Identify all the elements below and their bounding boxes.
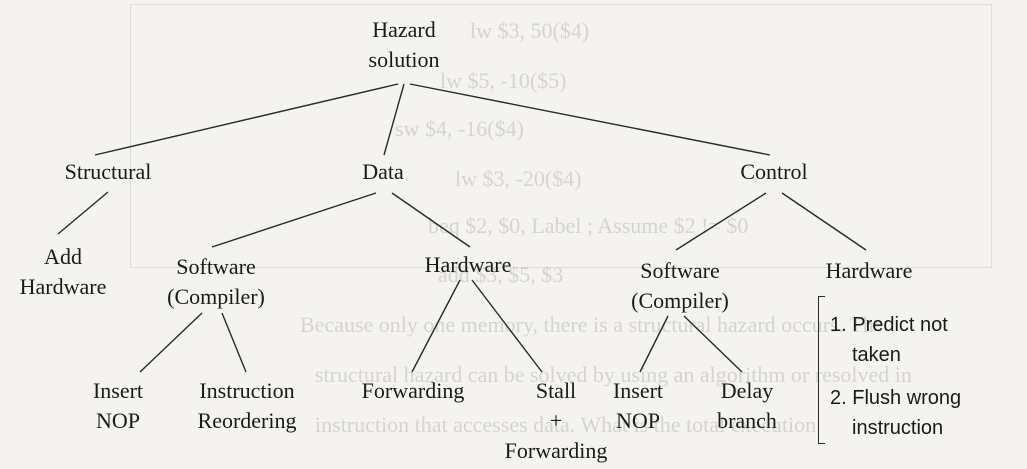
node-control-software-line-2: (Compiler): [631, 288, 729, 313]
node-control-software-compiler: Software (Compiler): [631, 256, 729, 316]
node-instruction-reordering: Instruction Reordering: [198, 376, 297, 436]
node-control-label: Control: [740, 159, 808, 184]
edge-control-software-delay-branch: [683, 315, 743, 373]
predict-line-1: 1. Predict not: [830, 314, 948, 336]
node-delay-branch: Delay branch: [717, 376, 777, 436]
edge-data-hardware-forwarding: [411, 279, 461, 373]
node-delay-branch-line-1: Delay: [720, 378, 774, 403]
root-node-hazard-solution: Hazard solution: [369, 15, 440, 75]
node-delay-branch-line-2: branch: [717, 408, 777, 433]
edge-data-software-insert-nop: [139, 312, 203, 373]
node-structural-label: Structural: [64, 159, 152, 184]
node-forwarding: Forwarding: [362, 376, 465, 406]
edge-root-structural: [94, 83, 399, 156]
node-data-software-line-2: (Compiler): [167, 284, 265, 309]
node-data: Data: [362, 157, 404, 187]
node-data-label: Data: [362, 159, 404, 184]
node-data-insert-nop-line-2: NOP: [95, 408, 140, 433]
node-add-hardware: Add Hardware: [20, 242, 107, 302]
edge-data-software-reordering: [221, 312, 247, 373]
node-control-software-line-1: Software: [640, 258, 720, 283]
root-line-1: Hazard: [372, 17, 436, 42]
node-add-hardware-line-2: Hardware: [19, 274, 107, 299]
node-stall-forwarding: Stall + Forwarding: [505, 376, 608, 466]
edge-structural-add-hardware: [57, 191, 109, 235]
node-reordering-line-2: Reordering: [197, 408, 297, 433]
node-data-insert-nop-line-1: Insert: [92, 378, 144, 403]
edge-control-hardware: [781, 192, 867, 251]
node-reordering-line-1: Instruction: [199, 378, 295, 403]
node-control-hardware-label: Hardware: [825, 258, 913, 283]
control-hardware-item-predict-not-taken: 1. Predict not taken: [830, 310, 948, 370]
node-control-insert-nop-line-1: Insert: [612, 378, 664, 403]
node-data-insert-nop: Insert NOP: [93, 376, 143, 436]
edge-data-software: [211, 192, 377, 248]
edge-data-hardware: [391, 192, 471, 248]
control-hardware-item-flush-wrong-instruction: 2. Flush wrong instruction: [830, 383, 961, 443]
control-hardware-bracket: [818, 296, 825, 444]
node-data-software-compiler: Software (Compiler): [167, 252, 265, 312]
node-structural: Structural: [65, 157, 152, 187]
node-data-hardware: Hardware: [425, 250, 512, 280]
node-stall-line-3: Forwarding: [504, 438, 608, 463]
node-control-hardware: Hardware: [826, 256, 913, 286]
edge-root-data: [383, 83, 405, 156]
node-forwarding-label: Forwarding: [361, 378, 465, 403]
flush-line-2: instruction: [852, 417, 944, 439]
node-control-insert-nop-line-2: NOP: [615, 408, 660, 433]
node-add-hardware-line-1: Add: [44, 244, 82, 269]
edge-control-software-insert-nop: [639, 315, 669, 373]
node-control: Control: [740, 157, 807, 187]
node-stall-line-2: +: [549, 408, 563, 433]
predict-line-2: taken: [852, 344, 901, 366]
node-control-insert-nop: Insert NOP: [613, 376, 663, 436]
node-data-hardware-label: Hardware: [424, 252, 512, 277]
node-data-software-line-1: Software: [176, 254, 256, 279]
edge-control-software: [675, 192, 767, 251]
root-line-2: solution: [368, 47, 440, 72]
edge-data-hardware-stall: [471, 279, 543, 373]
edge-root-control: [409, 83, 771, 156]
flush-line-1: 2. Flush wrong: [830, 387, 962, 409]
node-stall-line-1: Stall: [535, 378, 577, 403]
